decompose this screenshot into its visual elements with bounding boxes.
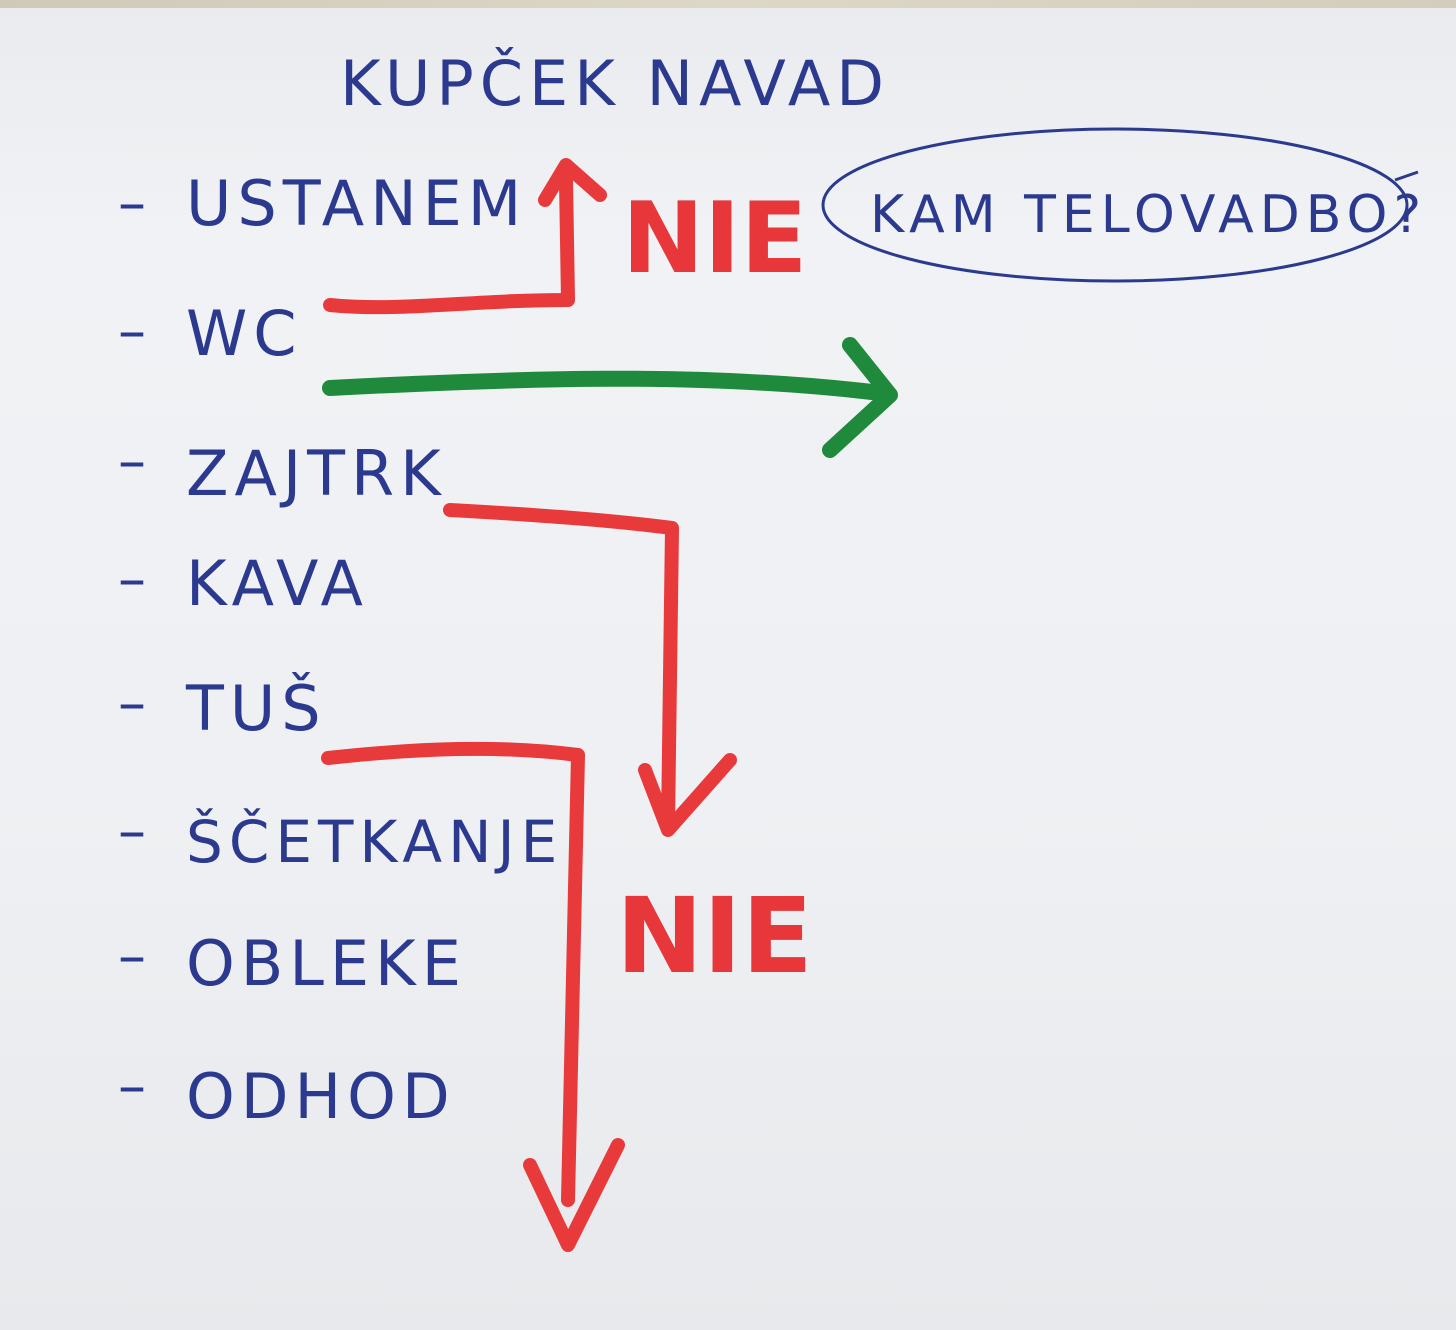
paper-top-edge	[0, 0, 1456, 8]
green-arrow-right	[322, 337, 898, 458]
habit-label: USTANEM	[186, 167, 527, 240]
list-dash: –	[118, 924, 152, 989]
habit-item-obleke: – OBLEKE	[118, 924, 467, 1000]
habit-item-zajtrk: – ZAJTRK	[118, 429, 447, 510]
list-dash: –	[118, 171, 152, 236]
habit-label: OBLEKE	[186, 927, 467, 1000]
list-dash: –	[118, 671, 152, 736]
habit-item-tus: – TUŠ	[118, 671, 327, 745]
bubble-outline	[821, 127, 1409, 283]
red-arrow-from-tus	[321, 741, 625, 1252]
habit-label: ŠČETKANJE	[186, 807, 563, 876]
list-dash: –	[118, 799, 152, 864]
list-dash: –	[118, 429, 152, 494]
habit-item-scetkanje: – ŠČETKANJE	[118, 799, 563, 876]
question-bubble: KAM TELOVADBO?	[821, 127, 1427, 283]
bubble-text: KAM TELOVADBO?	[870, 185, 1427, 245]
top-no-label: NIE	[622, 182, 807, 296]
list-dash: –	[118, 299, 152, 364]
list-dash: –	[118, 1054, 152, 1119]
habit-item-kava: – KAVA	[118, 547, 369, 620]
habit-label: KAVA	[186, 547, 369, 620]
habit-label: ODHOD	[186, 1060, 456, 1133]
list-dash: –	[118, 547, 152, 612]
habit-item-wc: – WC	[118, 297, 303, 370]
diagram-title: KUPČEK NAVAD	[340, 47, 890, 120]
red-arrow-up	[323, 158, 607, 315]
bubble-tail	[1394, 170, 1419, 182]
habit-item-ustanem: – USTANEM	[118, 167, 527, 240]
habit-label: WC	[186, 297, 303, 370]
red-arrow-from-zajtrk	[443, 503, 737, 837]
bottom-no-label: NIE	[616, 875, 813, 997]
habit-item-odhod: – ODHOD	[118, 1054, 456, 1133]
habit-list: – USTANEM – WC – ZAJTRK – KAVA – TUŠ – Š…	[118, 167, 563, 1133]
habit-label: ZAJTRK	[186, 437, 447, 510]
habit-label: TUŠ	[185, 672, 327, 745]
